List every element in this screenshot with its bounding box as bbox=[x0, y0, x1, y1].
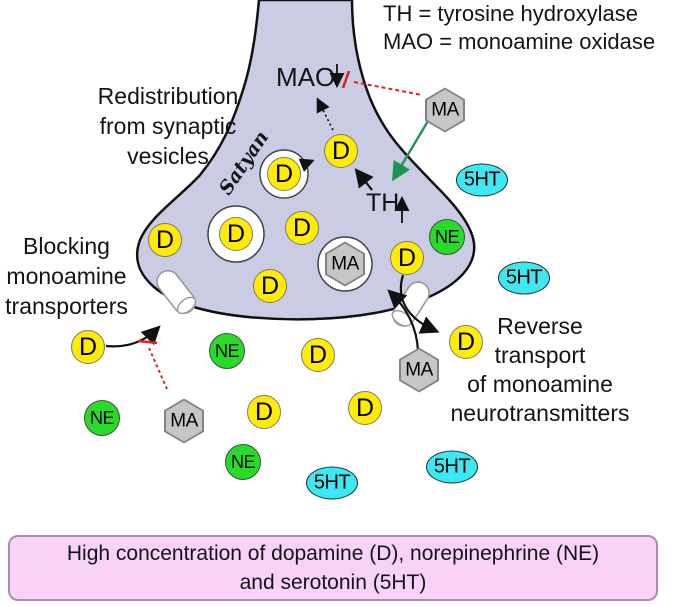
redistribution-caption: Redistribution from synaptic vesicles bbox=[48, 81, 288, 171]
caption-line: of monoamine bbox=[467, 371, 613, 397]
caption-line: from synaptic bbox=[99, 113, 237, 139]
enzyme-legend: TH = tyrosine hydroxylase MAO = monoamin… bbox=[383, 0, 655, 56]
caption-line: transport bbox=[494, 342, 586, 368]
caption-line: Blocking bbox=[23, 233, 110, 259]
mao-label: MAO bbox=[276, 62, 336, 92]
legend-th-definition: TH = tyrosine hydroxylase bbox=[383, 1, 638, 26]
reverse-transport-caption: Reverse transport of monoamine neurotran… bbox=[439, 312, 641, 428]
caption-line: transporters bbox=[5, 293, 128, 319]
synaptic-vesicle bbox=[317, 236, 373, 292]
caption-line: Reverse bbox=[497, 313, 583, 339]
mao-inhibition-dashed-line bbox=[353, 81, 423, 96]
th-label: TH bbox=[366, 189, 400, 217]
transporter-inhibition-bar bbox=[137, 339, 158, 345]
synaptic-vesicle bbox=[207, 205, 265, 263]
legend-mao-definition: MAO = monoamine oxidase bbox=[383, 29, 656, 54]
transporter-inhibition-dashed-line bbox=[148, 347, 168, 390]
caption-line: monoamine bbox=[6, 263, 127, 289]
summary-line: High concentration of dopamine (D), nore… bbox=[66, 542, 600, 565]
monoamine-transporter-left bbox=[156, 269, 197, 315]
ma-in-arrow bbox=[387, 289, 420, 352]
caption-line: neurotransmitters bbox=[450, 400, 630, 426]
blocked-uptake-arrow bbox=[105, 325, 161, 348]
caption-line: vesicles bbox=[127, 143, 209, 169]
summary-box: High concentration of dopamine (D), nore… bbox=[8, 535, 658, 601]
th-synthesis-arrow bbox=[354, 168, 374, 191]
ma-entry-arrow bbox=[392, 120, 430, 182]
summary-line: and serotonin (5HT) bbox=[239, 571, 427, 594]
blocking-transporters-caption: Blocking monoamine transporters bbox=[0, 231, 133, 321]
caption-line: Redistribution bbox=[97, 83, 239, 109]
mao-decrease-arrow bbox=[316, 97, 334, 131]
